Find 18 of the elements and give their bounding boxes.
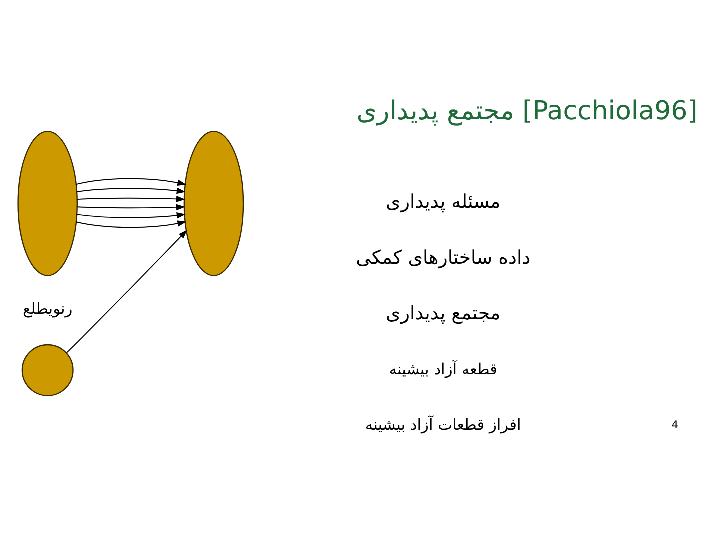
node-ellipse [18, 130, 78, 276]
arrow [66, 229, 188, 353]
arrow [76, 220, 187, 228]
label: افراز قطعات آزاد بیشینه [365, 416, 522, 434]
arrow [77, 196, 186, 202]
arrow [76, 212, 186, 218]
arrow [77, 204, 186, 210]
label: 4 [672, 418, 678, 432]
label: داده ساختارهای کمکی [356, 246, 531, 268]
node-ellipse [184, 130, 244, 276]
arrow [76, 178, 187, 186]
label: قطعه آزاد بیشینه [389, 360, 498, 378]
label: رنویطلع [22, 300, 73, 318]
node-circle [22, 344, 74, 396]
label: مجتمع پدیداری [386, 302, 501, 324]
arrow [76, 187, 186, 194]
label: مسئله پدیداری [386, 190, 501, 213]
diagram-title: مجتمع پدیداری [Pacchiola96] [356, 96, 698, 126]
